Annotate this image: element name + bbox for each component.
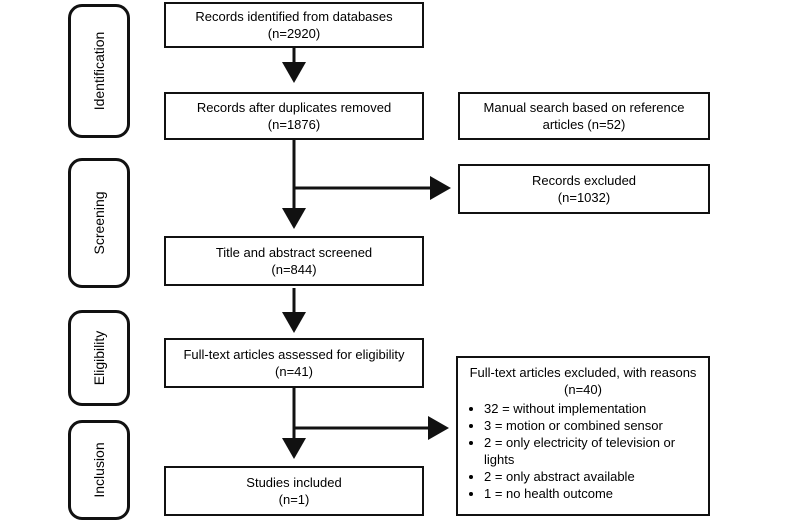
box-full-text-excluded: Full-text articles excluded, with reason…	[456, 356, 710, 516]
box-title: Manual search based on reference	[483, 100, 685, 115]
exclusion-reason: 1 = no health outcome	[484, 485, 708, 502]
box-studies-included: Studies included (n=1)	[164, 466, 424, 516]
box-count: (n=2920)	[267, 26, 321, 41]
box-title: Title and abstract screened	[215, 245, 373, 260]
box-title: Records after duplicates removed	[196, 100, 392, 115]
box-full-text-assessed: Full-text articles assessed for eligibil…	[164, 338, 424, 388]
box-records-identified: Records identified from databases (n=292…	[164, 2, 424, 48]
box-title: Records excluded	[531, 173, 637, 188]
phase-inclusion: Inclusion	[68, 420, 130, 520]
exclusion-reason: 2 = only abstract available	[484, 468, 708, 485]
box-count: (n=1876)	[267, 117, 321, 132]
exclusion-reason: 2 = only electricity of television or li…	[484, 434, 708, 468]
box-count: (n=1)	[278, 492, 310, 507]
box-count: (n=844)	[271, 262, 317, 277]
box-title: Records identified from databases	[195, 9, 393, 24]
box-count: (n=40)	[564, 382, 602, 397]
box-records-excluded: Records excluded (n=1032)	[458, 164, 710, 214]
box-manual-search: Manual search based on reference article…	[458, 92, 710, 140]
phase-eligibility: Eligibility	[68, 310, 130, 406]
exclusion-reason: 32 = without implementation	[484, 400, 708, 417]
box-title: Full-text articles excluded, with reason…	[469, 365, 697, 380]
box-title-abstract-screened: Title and abstract screened (n=844)	[164, 236, 424, 286]
phase-identification: Identification	[68, 4, 130, 138]
box-count: (n=41)	[275, 364, 313, 379]
box-count: (n=1032)	[557, 190, 611, 205]
box-count: articles (n=52)	[542, 117, 626, 132]
box-title: Full-text articles assessed for eligibil…	[183, 347, 405, 362]
exclusion-reason: 3 = motion or combined sensor	[484, 417, 708, 434]
exclusion-reasons-list: 32 = without implementation 3 = motion o…	[458, 400, 708, 502]
phase-screening: Screening	[68, 158, 130, 288]
box-after-duplicates: Records after duplicates removed (n=1876…	[164, 92, 424, 140]
box-title: Studies included	[246, 475, 342, 490]
